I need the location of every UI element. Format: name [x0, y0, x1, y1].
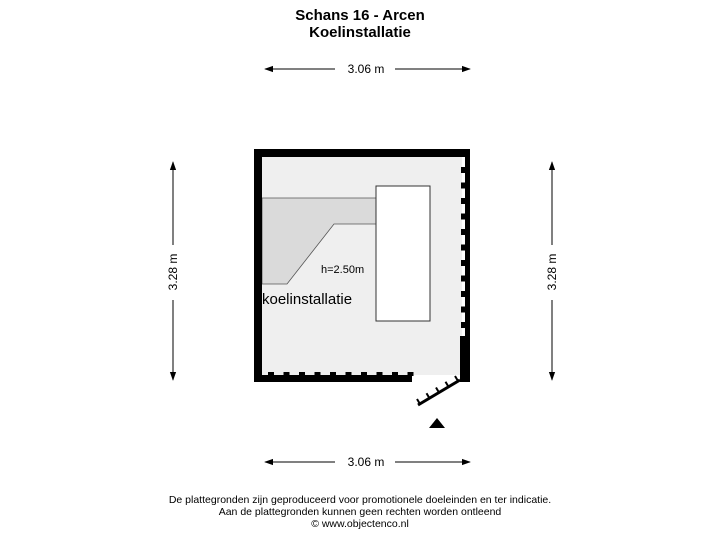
- dimension-top-label: 3.06 m: [348, 62, 385, 76]
- dimension-bottom: 3.06 m: [264, 455, 471, 469]
- window-tick: [361, 372, 367, 376]
- door-tick: [444, 381, 450, 388]
- dimension-left: 3.28 m: [166, 161, 180, 381]
- window-tick: [461, 275, 465, 282]
- dimension-right: 3.28 m: [545, 161, 559, 381]
- entrance-arrow-icon: [429, 418, 445, 428]
- door-tick: [435, 386, 440, 394]
- window-tick: [283, 372, 290, 376]
- wall-right-thin: [465, 157, 470, 337]
- disclaimer-line-1: De plattegronden zijn geproduceerd voor …: [168, 494, 552, 506]
- window-tick: [461, 213, 465, 220]
- window-tick: [314, 372, 321, 376]
- window-tick: [461, 260, 465, 266]
- door: [416, 375, 461, 407]
- window-tick: [461, 322, 465, 328]
- window-tick: [461, 306, 465, 313]
- window-tick: [299, 372, 305, 376]
- wall-left: [254, 149, 262, 382]
- window-tick: [461, 198, 465, 204]
- window-tick: [461, 167, 465, 173]
- copyright: © www.objectenco.nl: [311, 518, 409, 530]
- disclaimer-line-2: Aan de plattegronden kunnen geen rechten…: [218, 506, 502, 518]
- door-tick: [425, 392, 431, 399]
- wall-right-lower: [460, 336, 470, 382]
- window-tick: [376, 372, 383, 376]
- cooling-unit: [375, 185, 431, 322]
- wall-top: [254, 149, 470, 157]
- window-tick: [461, 291, 465, 297]
- window-tick: [461, 244, 465, 251]
- window-tick: [330, 372, 336, 376]
- window-tick: [345, 372, 352, 376]
- walls: [254, 149, 470, 382]
- window-tick: [461, 229, 465, 235]
- dimension-bottom-label: 3.06 m: [348, 455, 385, 469]
- window-tick: [268, 372, 274, 376]
- room-height-label: h=2.50m: [321, 264, 364, 276]
- window-tick: [407, 372, 414, 376]
- dimension-left-label: 3.28 m: [166, 254, 180, 291]
- door-tick: [454, 375, 459, 382]
- door-tick: [416, 398, 421, 405]
- room-name-label: koelinstallatie: [262, 291, 352, 308]
- page-title: Schans 16 - Arcen: [295, 7, 425, 24]
- dimension-right-label: 3.28 m: [545, 254, 559, 291]
- window-tick: [461, 182, 465, 189]
- dimension-top: 3.06 m: [264, 62, 471, 76]
- window-ticks-bottom: [268, 372, 414, 376]
- wall-bottom: [254, 375, 412, 382]
- window-tick: [392, 372, 398, 376]
- window-ticks-right: [461, 167, 465, 328]
- page-subtitle: Koelinstallatie: [309, 24, 411, 41]
